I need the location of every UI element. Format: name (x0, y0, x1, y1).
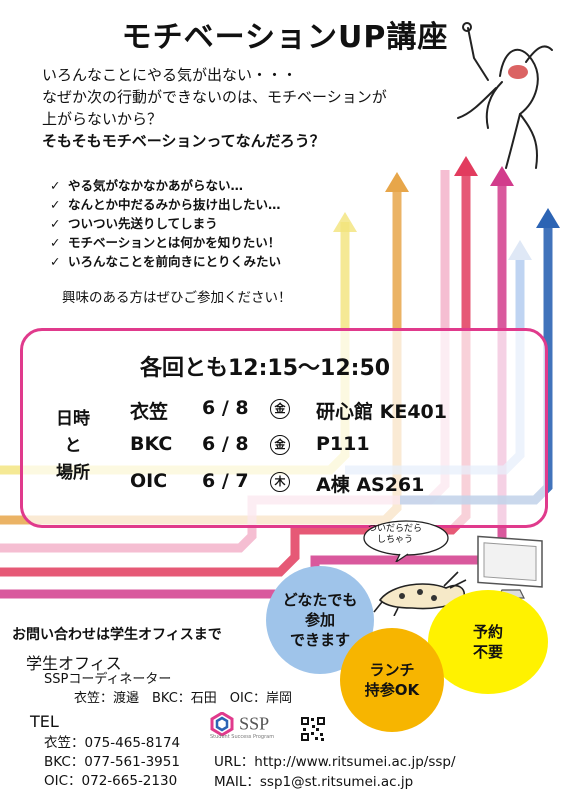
intro-text: いろんなことにやる気が出ない・・・ なぜか次の行動ができないのは、モチベーション… (42, 64, 387, 152)
speech-bubble-text: ついだらだら しちゃう (368, 524, 423, 545)
web-contact: URL：http://www.ritsumei.ac.jp/ssp/ MAIL：… (214, 752, 456, 792)
intro-question: そもそもモチベーションってなんだろう？ (42, 132, 325, 150)
office-name: 学生オフィス (26, 654, 122, 673)
room-name: A棟 AS261 (316, 474, 425, 496)
qr-code-icon[interactable] (300, 716, 326, 742)
speech-bubble (363, 520, 449, 562)
page-title: モチベーションUP講座 (121, 20, 449, 55)
session-date: 6 / 7 (202, 470, 249, 492)
phone-number: OIC：072-665-2130 (44, 773, 178, 789)
check-icon: ✓ (50, 235, 61, 250)
ssp-logo: SSP Student Success Program (210, 711, 275, 740)
campus-name: BKC (130, 433, 173, 455)
checklist-item: ✓モチベーションとは何かを知りたい！ (50, 235, 281, 250)
phone-number: 衣笠：075-465-8174 (44, 735, 181, 751)
campus-name: 衣笠 (130, 401, 169, 423)
datetime-place-label: 日時 と 場所 (56, 409, 90, 483)
checklist-item: ✓いろんなことを前向きにとりくみたい (50, 254, 282, 269)
session-date: 6 / 8 (202, 397, 249, 419)
tel-label: TEL (30, 712, 59, 731)
mail-link[interactable]: MAIL：ssp1@st.ritsumei.ac.jp (214, 774, 414, 790)
schedule-box (20, 328, 548, 528)
intro-line: 上がらないから？ (42, 110, 163, 128)
campus-name: OIC (130, 470, 168, 492)
check-icon: ✓ (50, 216, 61, 231)
url-link[interactable]: URL：http://www.ritsumei.ac.jp/ssp/ (214, 754, 456, 770)
checklist-item: ✓なんとか中だるみから抜け出したい… (50, 197, 281, 212)
bring-lunch-badge: ランチ 持参OK (340, 628, 444, 732)
room-name: 研心館 KE401 (316, 401, 447, 423)
no-reservation-badge: 予約 不要 (428, 590, 548, 694)
weekday-badge: 木 (270, 472, 290, 492)
coordinator-info: SSPコーディネーター 衣笠：渡邉 BKC：石田 OIC：岸岡 (44, 672, 292, 706)
tv-illustration (477, 535, 543, 599)
check-icon: ✓ (50, 178, 61, 193)
room-name: P111 (316, 433, 370, 455)
weekday-badge: 金 (270, 435, 290, 455)
weekday-badge: 金 (270, 399, 290, 419)
check-icon: ✓ (50, 197, 61, 212)
checklist-item: ✓やる気がなかなかあがらない… (50, 178, 244, 193)
jumping-rabbit-illustration (457, 22, 553, 169)
checklist: ✓やる気がなかなかあがらない… ✓なんとか中だるみから抜け出したい… ✓ついつい… (50, 176, 281, 271)
session-date: 6 / 8 (202, 433, 249, 455)
ssp-logo-mark (210, 711, 234, 737)
invitation-text: 興味のある方はぜひご参加ください！ (62, 290, 292, 306)
intro-line: なぜか次の行動ができないのは、モチベーションが (42, 88, 387, 106)
phone-list: 衣笠：075-465-8174 BKC：077-561-3951 OIC：072… (44, 734, 180, 791)
phone-number: BKC：077-561-3951 (44, 754, 180, 770)
contact-heading: お問い合わせは学生オフィスまで (12, 627, 222, 643)
checklist-item: ✓ついつい先送りしてしまう (50, 216, 218, 231)
schedule-time: 各回とも12:15～12:50 (140, 356, 391, 381)
check-icon: ✓ (50, 254, 61, 269)
intro-line: いろんなことにやる気が出ない・・・ (42, 66, 298, 84)
